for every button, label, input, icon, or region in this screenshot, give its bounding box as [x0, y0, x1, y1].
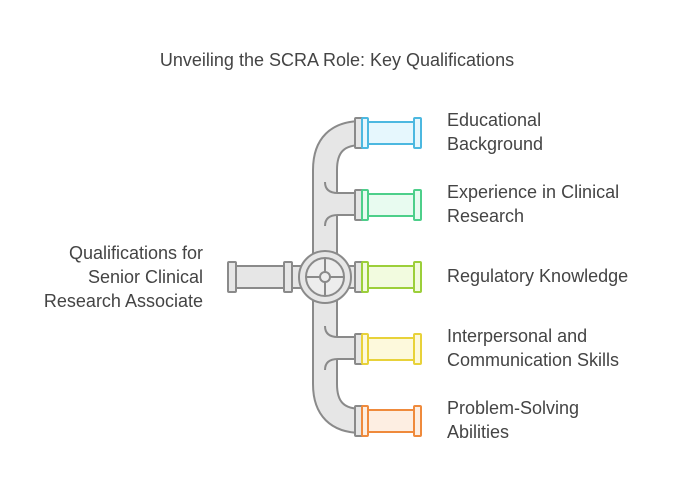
- diagram-title: Unveiling the SCRA Role: Key Qualificati…: [159, 50, 515, 70]
- branch-pipe: [354, 333, 422, 365]
- pipe-body: [363, 121, 417, 145]
- pipe-inner-flange: [361, 405, 369, 437]
- branch-label-line: Research: [447, 206, 525, 226]
- pipe-body: [363, 265, 417, 289]
- pipe-inner-flange: [361, 333, 369, 365]
- branch-label-line: Problem-Solving: [447, 398, 580, 418]
- pipe-inner-flange: [361, 261, 369, 293]
- branch-pipe: [354, 405, 422, 437]
- pipe-inner-flange: [361, 117, 369, 149]
- branch-label-line: Regulatory Knowledge: [447, 266, 629, 286]
- branch-pipe: [354, 261, 422, 293]
- source-label-line: Qualifications for: [68, 243, 203, 263]
- pipe-body: [363, 409, 417, 433]
- pipe-body: [363, 337, 417, 361]
- branch-label-line: Communication Skills: [447, 350, 620, 370]
- branch-label-line: Abilities: [447, 422, 510, 442]
- branch-label-line: Interpersonal and: [447, 326, 588, 346]
- source-label-line: Senior Clinical: [87, 267, 203, 287]
- pipe-body: [363, 193, 417, 217]
- pipe-outlet-flange: [413, 261, 422, 293]
- branch-label: Regulatory Knowledge: [447, 264, 667, 288]
- branch-label-line: Background: [447, 134, 544, 154]
- pipe-outlet-flange: [413, 405, 422, 437]
- valve-wheel-icon: [298, 250, 352, 304]
- branch-pipe: [354, 117, 422, 149]
- source-label: Qualifications for Senior Clinical Resea…: [10, 241, 203, 313]
- pipe-outlet-flange: [413, 333, 422, 365]
- branch-label-line: Experience in Clinical: [447, 182, 620, 202]
- pipe-outlet-flange: [413, 189, 422, 221]
- branch-pipe: [354, 189, 422, 221]
- branch-label-line: Educational: [447, 110, 542, 130]
- pipe-inner-flange: [361, 189, 369, 221]
- source-label-line: Research Associate: [43, 291, 203, 311]
- pipe-outlet-flange: [413, 117, 422, 149]
- branch-pipes: [354, 117, 422, 437]
